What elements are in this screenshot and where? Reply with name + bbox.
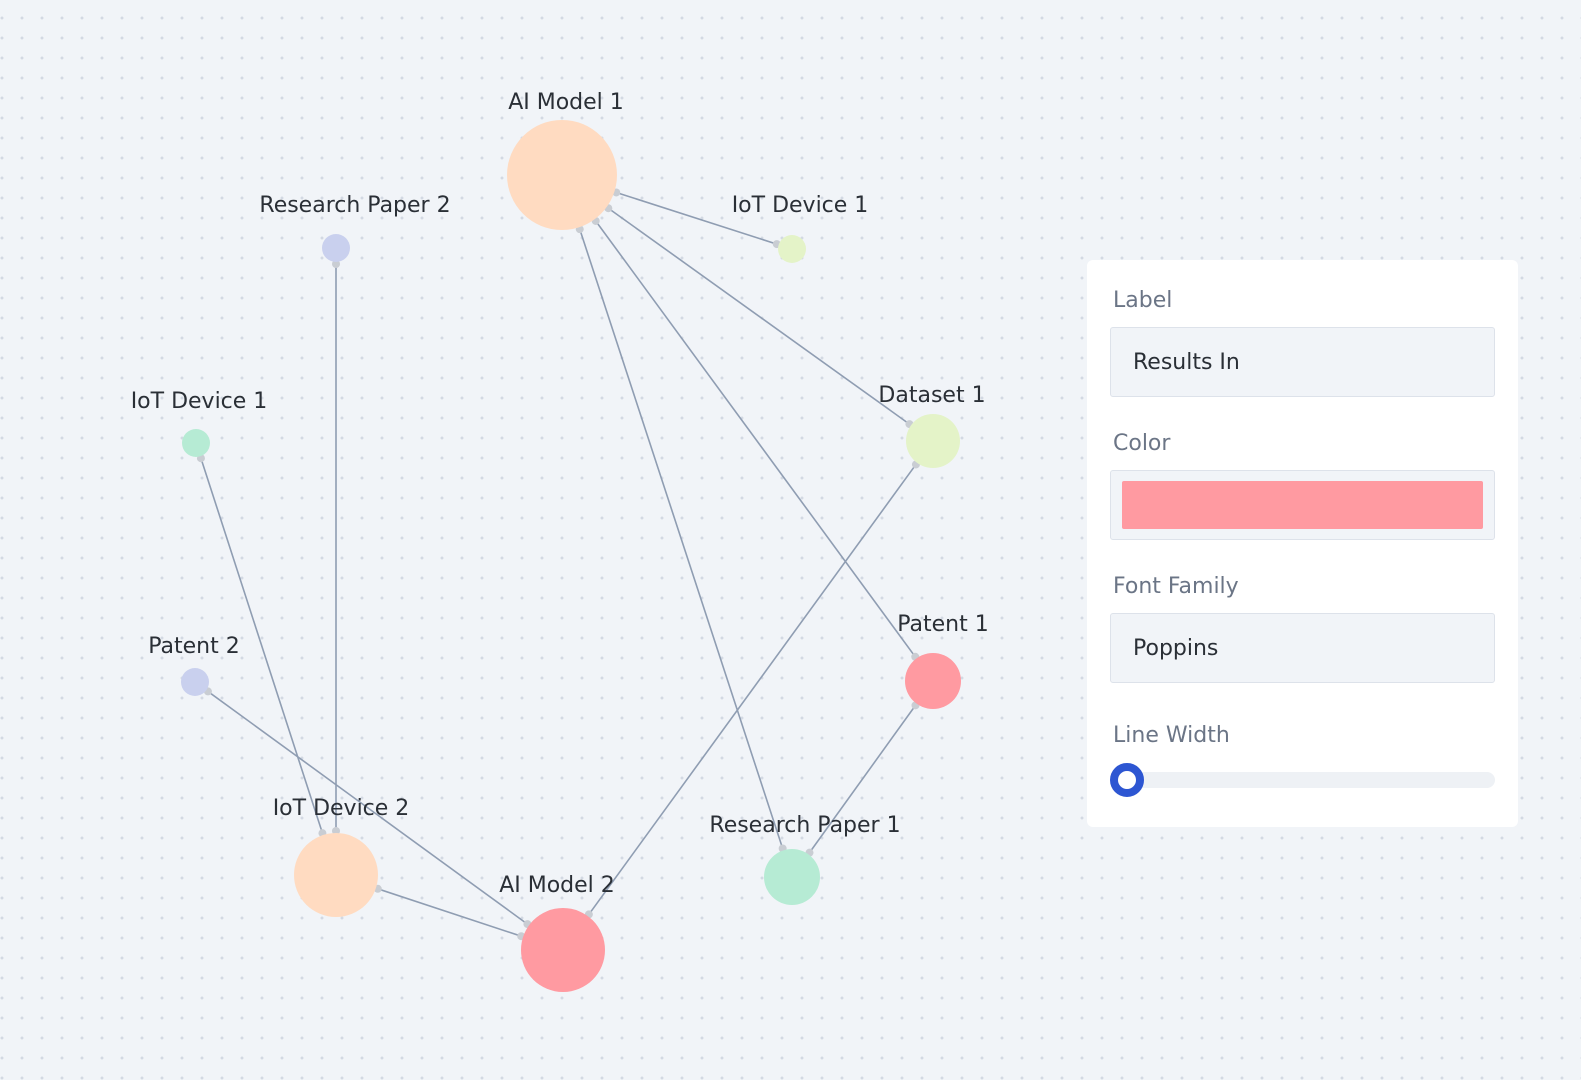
node-label: IoT Device 1 [732, 193, 869, 218]
edge-ai1-rp1[interactable] [578, 228, 784, 849]
node-label: IoT Device 2 [273, 796, 410, 821]
edge-properties-panel: Label Color Font Family Line Width [1087, 260, 1518, 827]
graph-node-iot1a[interactable]: IoT Device 1 [732, 193, 869, 263]
edge-pat1-rp1[interactable] [808, 704, 917, 854]
line-width-field-title: Line Width [1113, 723, 1230, 748]
node-label: Patent 2 [148, 634, 239, 659]
node-label: Research Paper 2 [259, 193, 450, 218]
node-circle[interactable] [182, 429, 210, 457]
line-width-slider[interactable] [1110, 762, 1495, 797]
edge-ai1-iot1a[interactable] [616, 191, 778, 245]
node-circle[interactable] [507, 120, 617, 230]
node-label: Dataset 1 [878, 383, 985, 408]
graph-node-rp2[interactable]: Research Paper 2 [259, 193, 451, 262]
graph-node-iot1b[interactable]: IoT Device 1 [131, 389, 268, 457]
graph-node-iot2[interactable]: IoT Device 2 [273, 796, 410, 917]
graph-node-ai2[interactable]: AI Model 2 [499, 873, 615, 992]
edges-layer [196, 188, 920, 941]
edge-ds1-ai2[interactable] [588, 463, 917, 915]
graph-node-pat1[interactable]: Patent 1 [897, 612, 989, 709]
edge-anchor-end[interactable] [332, 827, 340, 835]
slider-thumb[interactable] [1110, 763, 1144, 797]
node-circle[interactable] [764, 849, 820, 905]
node-circle[interactable] [294, 833, 378, 917]
edge-ai1-ds1[interactable] [607, 207, 910, 425]
node-label: Patent 1 [897, 612, 988, 637]
node-circle[interactable] [905, 653, 961, 709]
node-circle[interactable] [181, 668, 209, 696]
slider-track[interactable] [1110, 772, 1495, 788]
node-circle[interactable] [521, 908, 605, 992]
edge-ai1-pat1[interactable] [595, 220, 916, 658]
node-label: AI Model 2 [499, 873, 615, 898]
node-circle[interactable] [906, 414, 960, 468]
node-circle[interactable] [778, 235, 806, 263]
label-input[interactable] [1110, 327, 1495, 397]
node-label: AI Model 1 [508, 90, 624, 115]
edge-pat2-ai2[interactable] [207, 690, 528, 925]
node-label: Research Paper 1 [709, 813, 900, 838]
graph-node-pat2[interactable]: Patent 2 [148, 634, 240, 696]
edge-iot2-ai2[interactable] [377, 888, 522, 937]
edge-anchor-start[interactable] [332, 260, 340, 268]
nodes-layer: AI Model 1 Research Paper 2 IoT Device 1 Io… [131, 90, 989, 992]
color-swatch [1122, 481, 1483, 529]
node-circle[interactable] [322, 234, 350, 262]
font-family-input[interactable] [1110, 613, 1495, 683]
graph-node-ds1[interactable]: Dataset 1 [878, 383, 986, 468]
color-field-title: Color [1113, 431, 1171, 456]
color-picker[interactable] [1110, 470, 1495, 540]
edge-iot1b-iot2[interactable] [200, 457, 324, 834]
font-family-field-title: Font Family [1113, 574, 1239, 599]
node-label: IoT Device 1 [131, 389, 268, 414]
graph-node-ai1[interactable]: AI Model 1 [507, 90, 624, 230]
graph-node-rp1[interactable]: Research Paper 1 [709, 813, 901, 905]
label-field-title: Label [1113, 288, 1173, 313]
